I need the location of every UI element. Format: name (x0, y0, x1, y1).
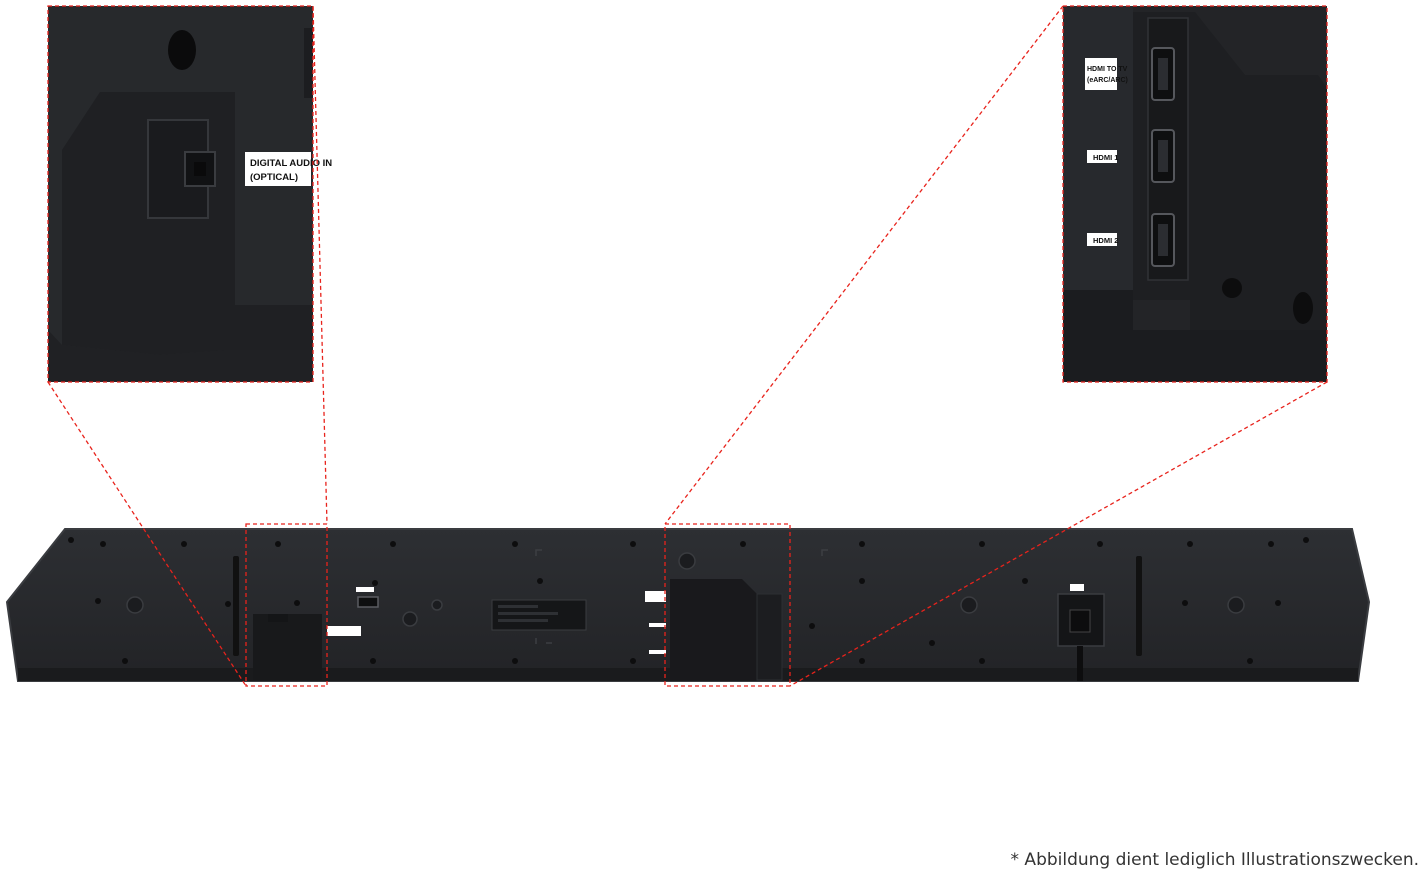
usb-port (357, 596, 379, 608)
hdmi-port-2 (1151, 213, 1175, 267)
screw-hole (168, 30, 196, 70)
hdmi-port-1 (1151, 129, 1175, 183)
left-zoom-panel: DIGITAL AUDIO IN (OPTICAL) (47, 5, 332, 383)
svg-text:DIGITAL AUDIO IN: DIGITAL AUDIO IN (250, 158, 332, 169)
soundbar-back (5, 528, 1371, 682)
svg-text:HDMI 1: HDMI 1 (1093, 153, 1118, 162)
hdmi2-label: HDMI 2 (1087, 233, 1118, 246)
right-zoom-panel: HDMI TO TV (eARC/ARC) HDMI 1 HDMI 2 (1062, 5, 1328, 383)
hdmi1-label: HDMI 1 (1087, 150, 1118, 163)
hdmi-tv-label: HDMI TO TV (eARC/ARC) (1085, 58, 1128, 90)
svg-text:HDMI TO TV: HDMI TO TV (1087, 66, 1128, 73)
screw-hole (1293, 292, 1313, 324)
zoom-connector-lines (47, 5, 1328, 687)
hdmi-highlight-box (664, 523, 791, 687)
optical-label: DIGITAL AUDIO IN (OPTICAL) (245, 152, 332, 186)
svg-text:(eARC/ARC): (eARC/ARC) (1087, 77, 1128, 84)
svg-text:HDMI 2: HDMI 2 (1093, 236, 1118, 245)
hdmi-port-tv (1151, 47, 1175, 101)
screw-hole (1222, 278, 1242, 298)
disclaimer-text: * Abbildung dient lediglich Illustration… (1010, 850, 1419, 870)
optical-highlight-box (245, 523, 328, 687)
svg-text:(OPTICAL): (OPTICAL) (250, 172, 298, 183)
